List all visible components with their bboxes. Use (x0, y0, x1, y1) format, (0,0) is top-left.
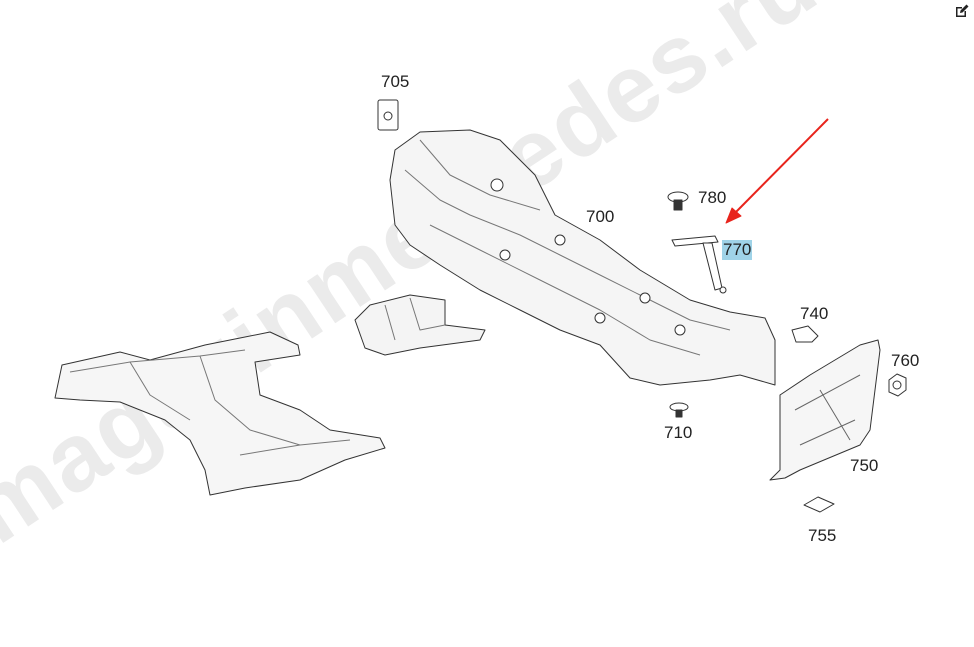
callout-760[interactable]: 760 (891, 351, 920, 370)
grommet-710[interactable] (669, 402, 689, 418)
middle-heat-shield[interactable] (354, 294, 486, 356)
clip-705[interactable] (377, 99, 399, 131)
pointer-arrow (725, 118, 829, 224)
bracket-770[interactable] (671, 235, 727, 294)
callout-710[interactable]: 710 (664, 423, 693, 442)
callout-755[interactable]: 755 (808, 526, 837, 545)
panel-750[interactable] (769, 339, 881, 481)
clip-740[interactable] (791, 325, 819, 343)
edit-icon[interactable] (954, 3, 970, 19)
callout-740[interactable]: 740 (800, 304, 829, 323)
main-tunnel-shield-700[interactable] (389, 129, 776, 386)
clip-755[interactable] (803, 496, 835, 513)
callout-700[interactable]: 700 (586, 207, 615, 226)
callout-780[interactable]: 780 (698, 188, 727, 207)
grommet-780[interactable] (667, 191, 689, 211)
nut-760[interactable] (888, 373, 907, 397)
callout-770[interactable]: 770 (722, 240, 753, 260)
callout-750[interactable]: 750 (850, 456, 879, 475)
callout-705[interactable]: 705 (381, 72, 410, 91)
front-underbody-shield[interactable] (54, 331, 386, 496)
